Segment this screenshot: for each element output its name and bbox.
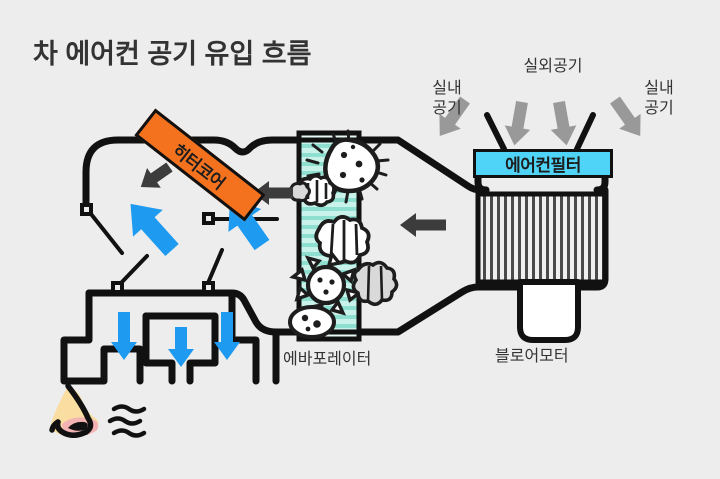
odor-lines	[107, 404, 147, 438]
ac-filter-label: 에어컨필터	[505, 156, 581, 175]
filter-intake-lines	[484, 112, 596, 152]
blue-arrow-down-left	[111, 312, 137, 360]
intake-arrow-2	[504, 100, 531, 146]
contaminant-illustrations	[288, 129, 399, 339]
mold-blob-icon	[351, 260, 399, 307]
intake-arrow-3	[550, 100, 577, 146]
flow-arrow-downleft	[140, 162, 173, 188]
damper-flaps	[80, 203, 279, 294]
label-outdoor-air: 실외공기	[523, 58, 583, 75]
blue-arrow-down-center	[168, 327, 194, 367]
label-evaporator: 에바포레이터	[283, 351, 372, 368]
label-blower-motor: 블로어모터	[495, 348, 569, 365]
nose-illustration	[49, 383, 147, 438]
mold-blob-icon	[289, 181, 311, 202]
virus-icon	[289, 250, 363, 320]
label-indoor-air-left: 실내 공기	[432, 80, 462, 117]
damper-flap-left-outlet	[111, 254, 149, 294]
intake-air-arrows	[439, 96, 641, 146]
blue-arrow-diagonal-left	[130, 203, 179, 257]
blue-arrow-down-right	[214, 312, 240, 360]
flow-arrow-right-to-left	[400, 213, 446, 237]
damper-flap-upper-left	[80, 203, 124, 255]
flow-arrow-toward-heater	[253, 181, 293, 205]
damper-flap-right-outlet	[202, 248, 224, 294]
page-title: 차 에어컨 공기 유입 흐름	[33, 39, 312, 69]
intake-arrow-4	[610, 96, 641, 137]
internal-flow-arrows	[140, 162, 446, 237]
cell-oval-icon	[288, 305, 336, 339]
label-indoor-air-right: 실내 공기	[644, 80, 674, 117]
mold-blob-icon	[314, 215, 371, 265]
intake-arrow-1	[439, 96, 470, 137]
ac-filter-component: 에어컨필터	[473, 149, 613, 178]
outlet-air-arrows	[111, 199, 270, 367]
blower-motor-unit	[475, 191, 608, 343]
